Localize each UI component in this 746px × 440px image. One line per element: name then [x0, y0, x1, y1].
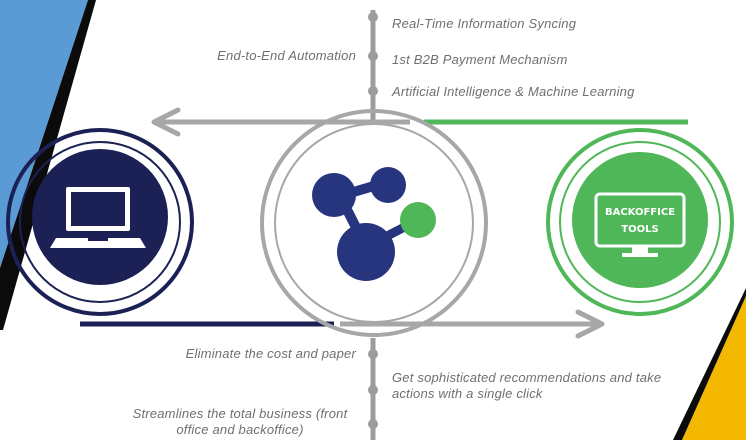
- feature-end-to-end-automation: End-to-End Automation: [217, 48, 356, 63]
- laptop-icon: [50, 187, 146, 248]
- feature-eliminate-cost: Eliminate the cost and paper: [185, 346, 356, 361]
- monitor-icon: [594, 192, 686, 257]
- corner-yellow-edge: [673, 288, 746, 440]
- laptop-circle: [6, 128, 194, 316]
- feature-ai-ml: Artificial Intelligence & Machine Learni…: [392, 84, 635, 99]
- top-arrow-head: [151, 107, 181, 137]
- feature-b2b-payment: 1st B2B Payment Mechanism: [392, 52, 568, 67]
- feature-streamlines-business: Streamlines the total business (front of…: [132, 406, 348, 437]
- molecule-logo-icon: [312, 167, 436, 281]
- bottom-arrow-head: [575, 309, 605, 339]
- feature-recommendations: Get sophisticated recommendations and ta…: [392, 370, 662, 401]
- logo-circle: [260, 109, 488, 337]
- feature-real-time-syncing: Real-Time Information Syncing: [392, 16, 577, 31]
- axis-dots: [368, 12, 378, 429]
- backoffice-label-line2: TOOLS: [621, 224, 658, 235]
- backoffice-circle: BACKOFFICE TOOLS: [546, 128, 734, 316]
- backoffice-label-line1: BACKOFFICE: [605, 207, 675, 218]
